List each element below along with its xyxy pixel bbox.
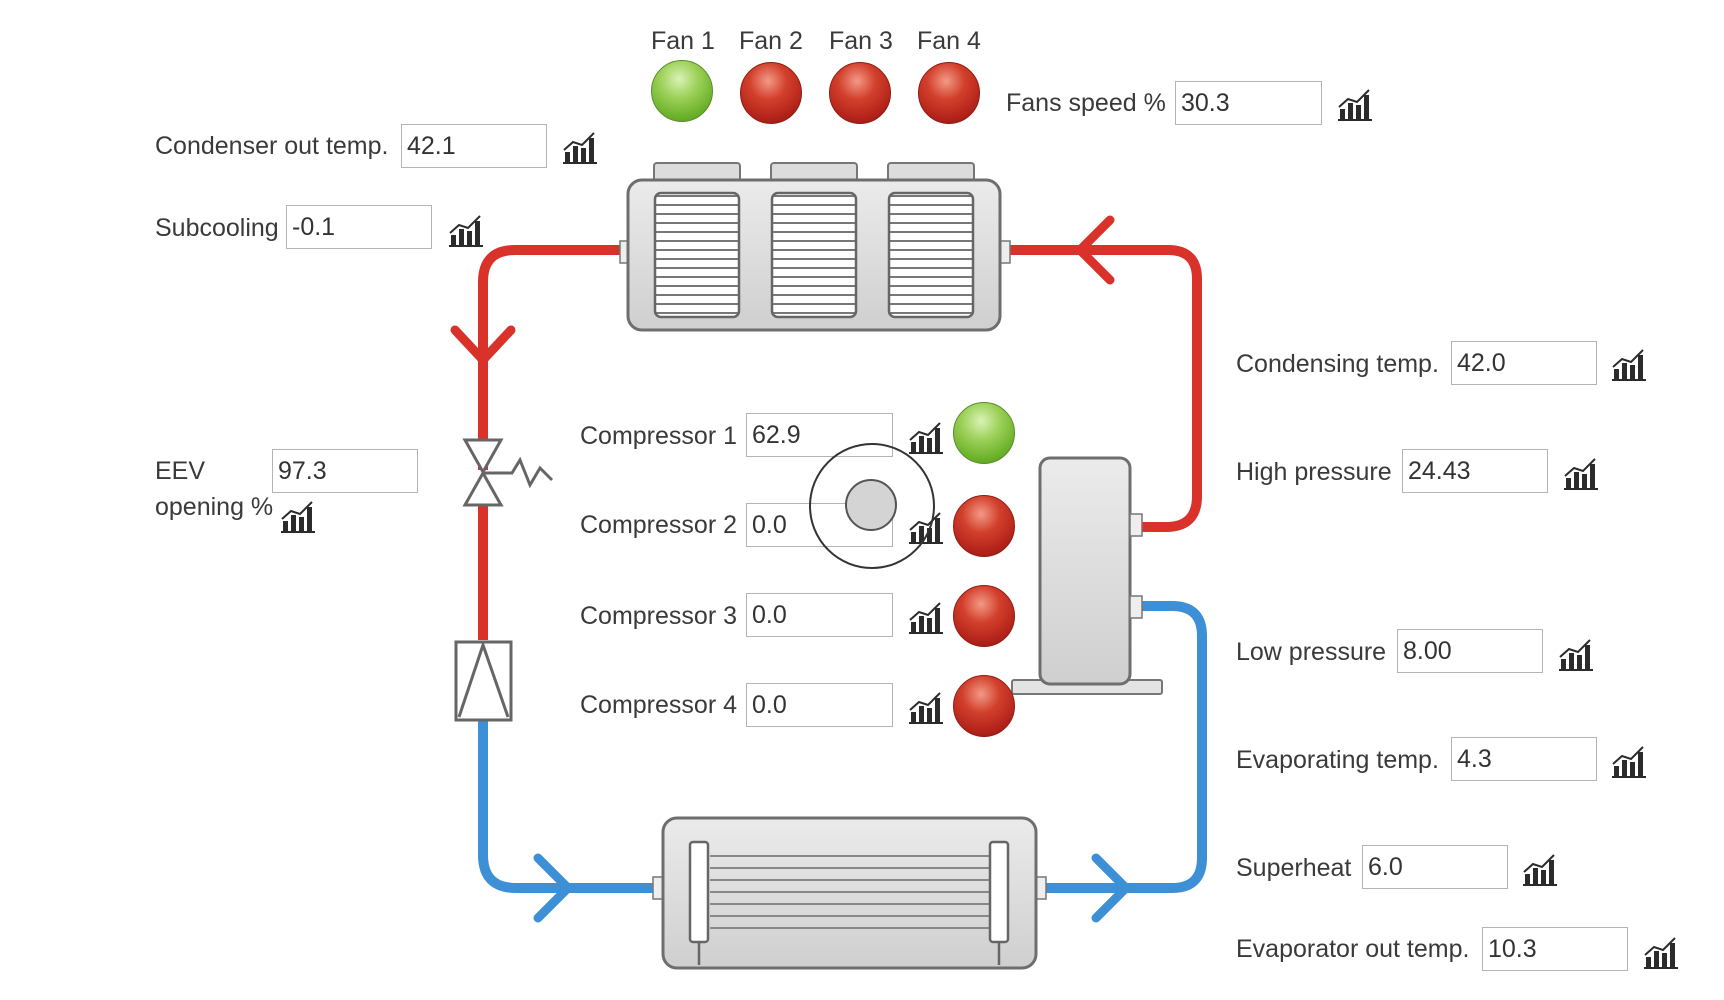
- fans-speed-field[interactable]: [1175, 81, 1322, 125]
- evaporator-out-temp-field[interactable]: [1482, 927, 1628, 971]
- condenser-out-temp-label: Condenser out temp.: [155, 132, 389, 160]
- subcooling-trend-icon[interactable]: [447, 211, 485, 249]
- eev-opening-trend-icon[interactable]: [279, 497, 317, 535]
- fan-3-status-indicator: [829, 62, 891, 124]
- compressor-3-field[interactable]: [746, 593, 893, 637]
- liquid-receiver: [1011, 456, 1163, 695]
- compressor-4-label: Compressor 4: [580, 691, 737, 719]
- superheat-trend-icon[interactable]: [1521, 850, 1559, 888]
- compressor-4-status-indicator: [953, 675, 1015, 737]
- evaporator-unit: [652, 816, 1047, 970]
- fan-4-status-indicator: [918, 62, 980, 124]
- flow-arrow-icon: [450, 215, 1115, 365]
- low-pressure-label: Low pressure: [1236, 638, 1387, 666]
- evaporator-out-temp-label: Evaporator out temp.: [1236, 935, 1470, 963]
- evaporating-temp-label: Evaporating temp.: [1236, 746, 1439, 774]
- low-pressure-field[interactable]: [1397, 629, 1543, 673]
- evaporating-temp-trend-icon[interactable]: [1610, 742, 1648, 780]
- eev-opening-label-line1: EEV: [155, 457, 206, 485]
- condenser-unit: [619, 162, 1011, 332]
- superheat-field[interactable]: [1362, 845, 1508, 889]
- compressor-1-status-indicator: [953, 402, 1015, 464]
- compressor-1-trend-icon[interactable]: [907, 418, 945, 456]
- compressor-4-trend-icon[interactable]: [907, 688, 945, 726]
- high-pressure-field[interactable]: [1402, 449, 1548, 493]
- condensing-temp-label: Condensing temp.: [1236, 350, 1439, 378]
- filter-drier: [454, 640, 513, 722]
- compressor-3-trend-icon[interactable]: [907, 598, 945, 636]
- hot-refrigerant-line: [478, 245, 1202, 640]
- condenser-out-temp-field[interactable]: [401, 124, 547, 168]
- eev-opening-field[interactable]: [272, 449, 418, 493]
- fans-speed-trend-icon[interactable]: [1336, 85, 1374, 123]
- fan-1-label: Fan 1: [651, 27, 715, 55]
- fan-4-label: Fan 4: [917, 27, 981, 55]
- condensing-temp-trend-icon[interactable]: [1610, 345, 1648, 383]
- compressor-2-status-indicator: [953, 495, 1015, 557]
- touch-cursor-ring: [809, 443, 935, 569]
- compressor-2-label: Compressor 2: [580, 511, 737, 539]
- high-pressure-label: High pressure: [1236, 458, 1392, 486]
- fan-2-label: Fan 2: [739, 27, 803, 55]
- expansion-valve: [462, 438, 554, 507]
- superheat-label: Superheat: [1236, 854, 1352, 882]
- condensing-temp-field[interactable]: [1451, 341, 1597, 385]
- subcooling-field[interactable]: [286, 205, 432, 249]
- flow-arrow-icon: [533, 853, 1131, 923]
- subcooling-label: Subcooling: [155, 214, 279, 242]
- fan-3-label: Fan 3: [829, 27, 893, 55]
- eev-opening-label-line2: opening %: [155, 493, 274, 521]
- fans-speed-label: Fans speed %: [1006, 89, 1166, 117]
- evaporator-out-temp-trend-icon[interactable]: [1642, 933, 1680, 971]
- compressor-3-status-indicator: [953, 585, 1015, 647]
- compressor-1-label: Compressor 1: [580, 422, 737, 450]
- low-pressure-trend-icon[interactable]: [1557, 635, 1595, 673]
- compressor-3-label: Compressor 3: [580, 602, 737, 630]
- touch-cursor-dot: [845, 479, 897, 531]
- fan-2-status-indicator: [740, 62, 802, 124]
- cold-refrigerant-line: [478, 601, 1207, 893]
- condenser-out-temp-trend-icon[interactable]: [561, 128, 599, 166]
- evaporating-temp-field[interactable]: [1451, 737, 1597, 781]
- compressor-4-field[interactable]: [746, 683, 893, 727]
- fan-1-status-indicator: [651, 60, 713, 122]
- high-pressure-trend-icon[interactable]: [1562, 454, 1600, 492]
